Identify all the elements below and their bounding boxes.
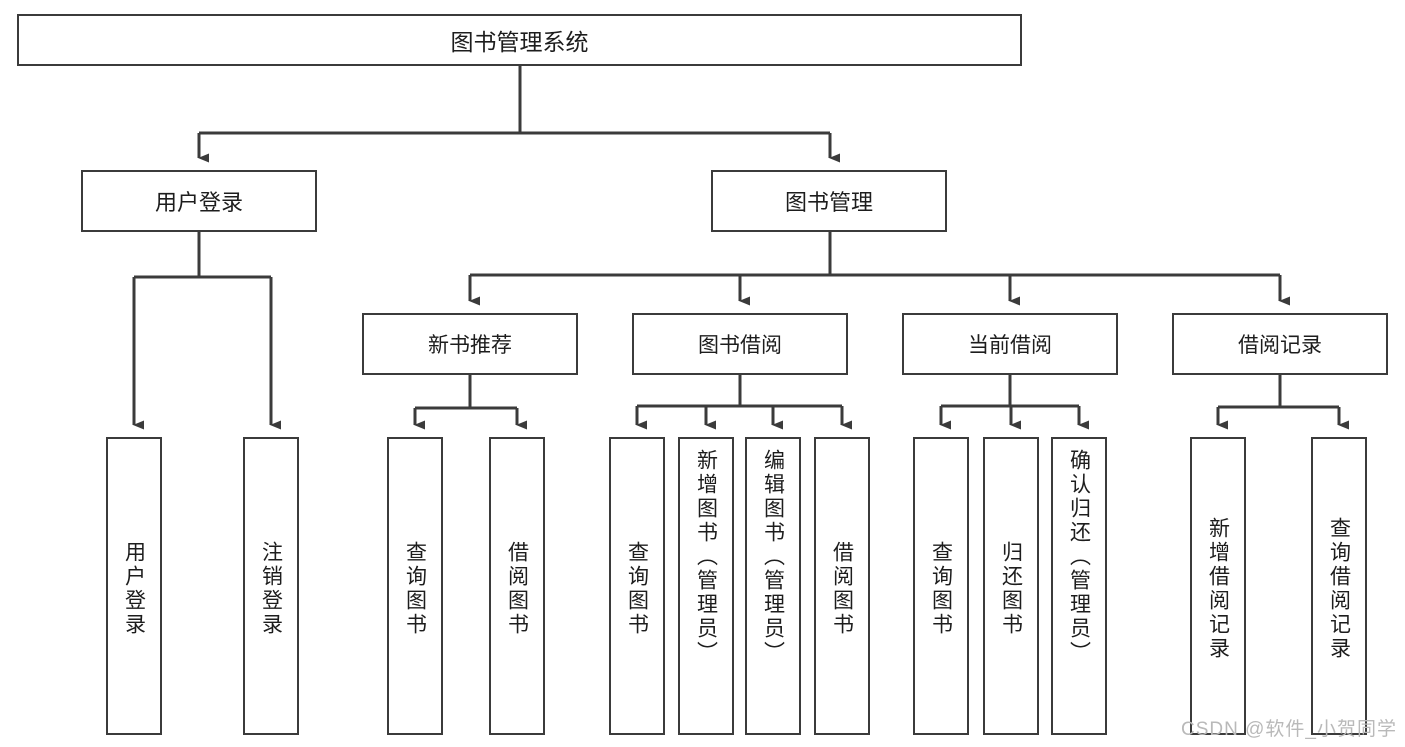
node-root-label: 图书管理系统 [450, 29, 589, 55]
node-book-borrow[interactable]: 图书借阅 [632, 313, 848, 375]
node-leaf-add-book-label: 新增图书（管理员） [694, 449, 718, 665]
node-new-book-recommend-label: 新书推荐 [428, 334, 512, 357]
node-leaf-query-book-1-label: 查询图书 [403, 541, 427, 637]
node-book-borrow-label: 图书借阅 [698, 334, 782, 357]
node-leaf-query-record-label: 查询借阅记录 [1327, 517, 1351, 661]
node-book-manage-label: 图书管理 [784, 190, 873, 215]
node-leaf-user-login-label: 用户登录 [122, 541, 146, 637]
node-leaf-edit-book[interactable]: 编辑图书（管理员） [745, 437, 801, 735]
node-leaf-return-book-label: 归还图书 [999, 541, 1023, 637]
node-leaf-query-book-2-label: 查询图书 [625, 541, 649, 637]
node-current-borrow[interactable]: 当前借阅 [902, 313, 1118, 375]
node-leaf-query-book-3[interactable]: 查询图书 [913, 437, 969, 735]
node-leaf-add-book[interactable]: 新增图书（管理员） [678, 437, 734, 735]
node-user-login[interactable]: 用户登录 [81, 170, 317, 232]
node-leaf-user-login[interactable]: 用户登录 [106, 437, 162, 735]
node-leaf-edit-book-label: 编辑图书（管理员） [761, 449, 785, 665]
node-leaf-borrow-book-1-label: 借阅图书 [505, 541, 529, 637]
node-leaf-add-record-label: 新增借阅记录 [1206, 517, 1230, 661]
node-leaf-query-book-3-label: 查询图书 [929, 541, 953, 637]
node-user-login-label: 用户登录 [154, 190, 243, 215]
node-borrow-record-label: 借阅记录 [1238, 334, 1322, 357]
node-leaf-logout-label: 注销登录 [259, 541, 283, 637]
node-leaf-confirm-return-label: 确认归还（管理员） [1067, 449, 1091, 665]
node-leaf-add-record[interactable]: 新增借阅记录 [1190, 437, 1246, 735]
node-book-manage[interactable]: 图书管理 [711, 170, 947, 232]
node-borrow-record[interactable]: 借阅记录 [1172, 313, 1388, 375]
node-root[interactable]: 图书管理系统 [17, 14, 1022, 66]
node-current-borrow-label: 当前借阅 [968, 334, 1052, 357]
node-leaf-borrow-book-1[interactable]: 借阅图书 [489, 437, 545, 735]
node-leaf-query-book-2[interactable]: 查询图书 [609, 437, 665, 735]
node-leaf-confirm-return[interactable]: 确认归还（管理员） [1051, 437, 1107, 735]
node-leaf-borrow-book-2-label: 借阅图书 [830, 541, 854, 637]
node-leaf-logout[interactable]: 注销登录 [243, 437, 299, 735]
node-new-book-recommend[interactable]: 新书推荐 [362, 313, 578, 375]
node-leaf-query-book-1[interactable]: 查询图书 [387, 437, 443, 735]
node-leaf-query-record[interactable]: 查询借阅记录 [1311, 437, 1367, 735]
node-leaf-return-book[interactable]: 归还图书 [983, 437, 1039, 735]
node-leaf-borrow-book-2[interactable]: 借阅图书 [814, 437, 870, 735]
